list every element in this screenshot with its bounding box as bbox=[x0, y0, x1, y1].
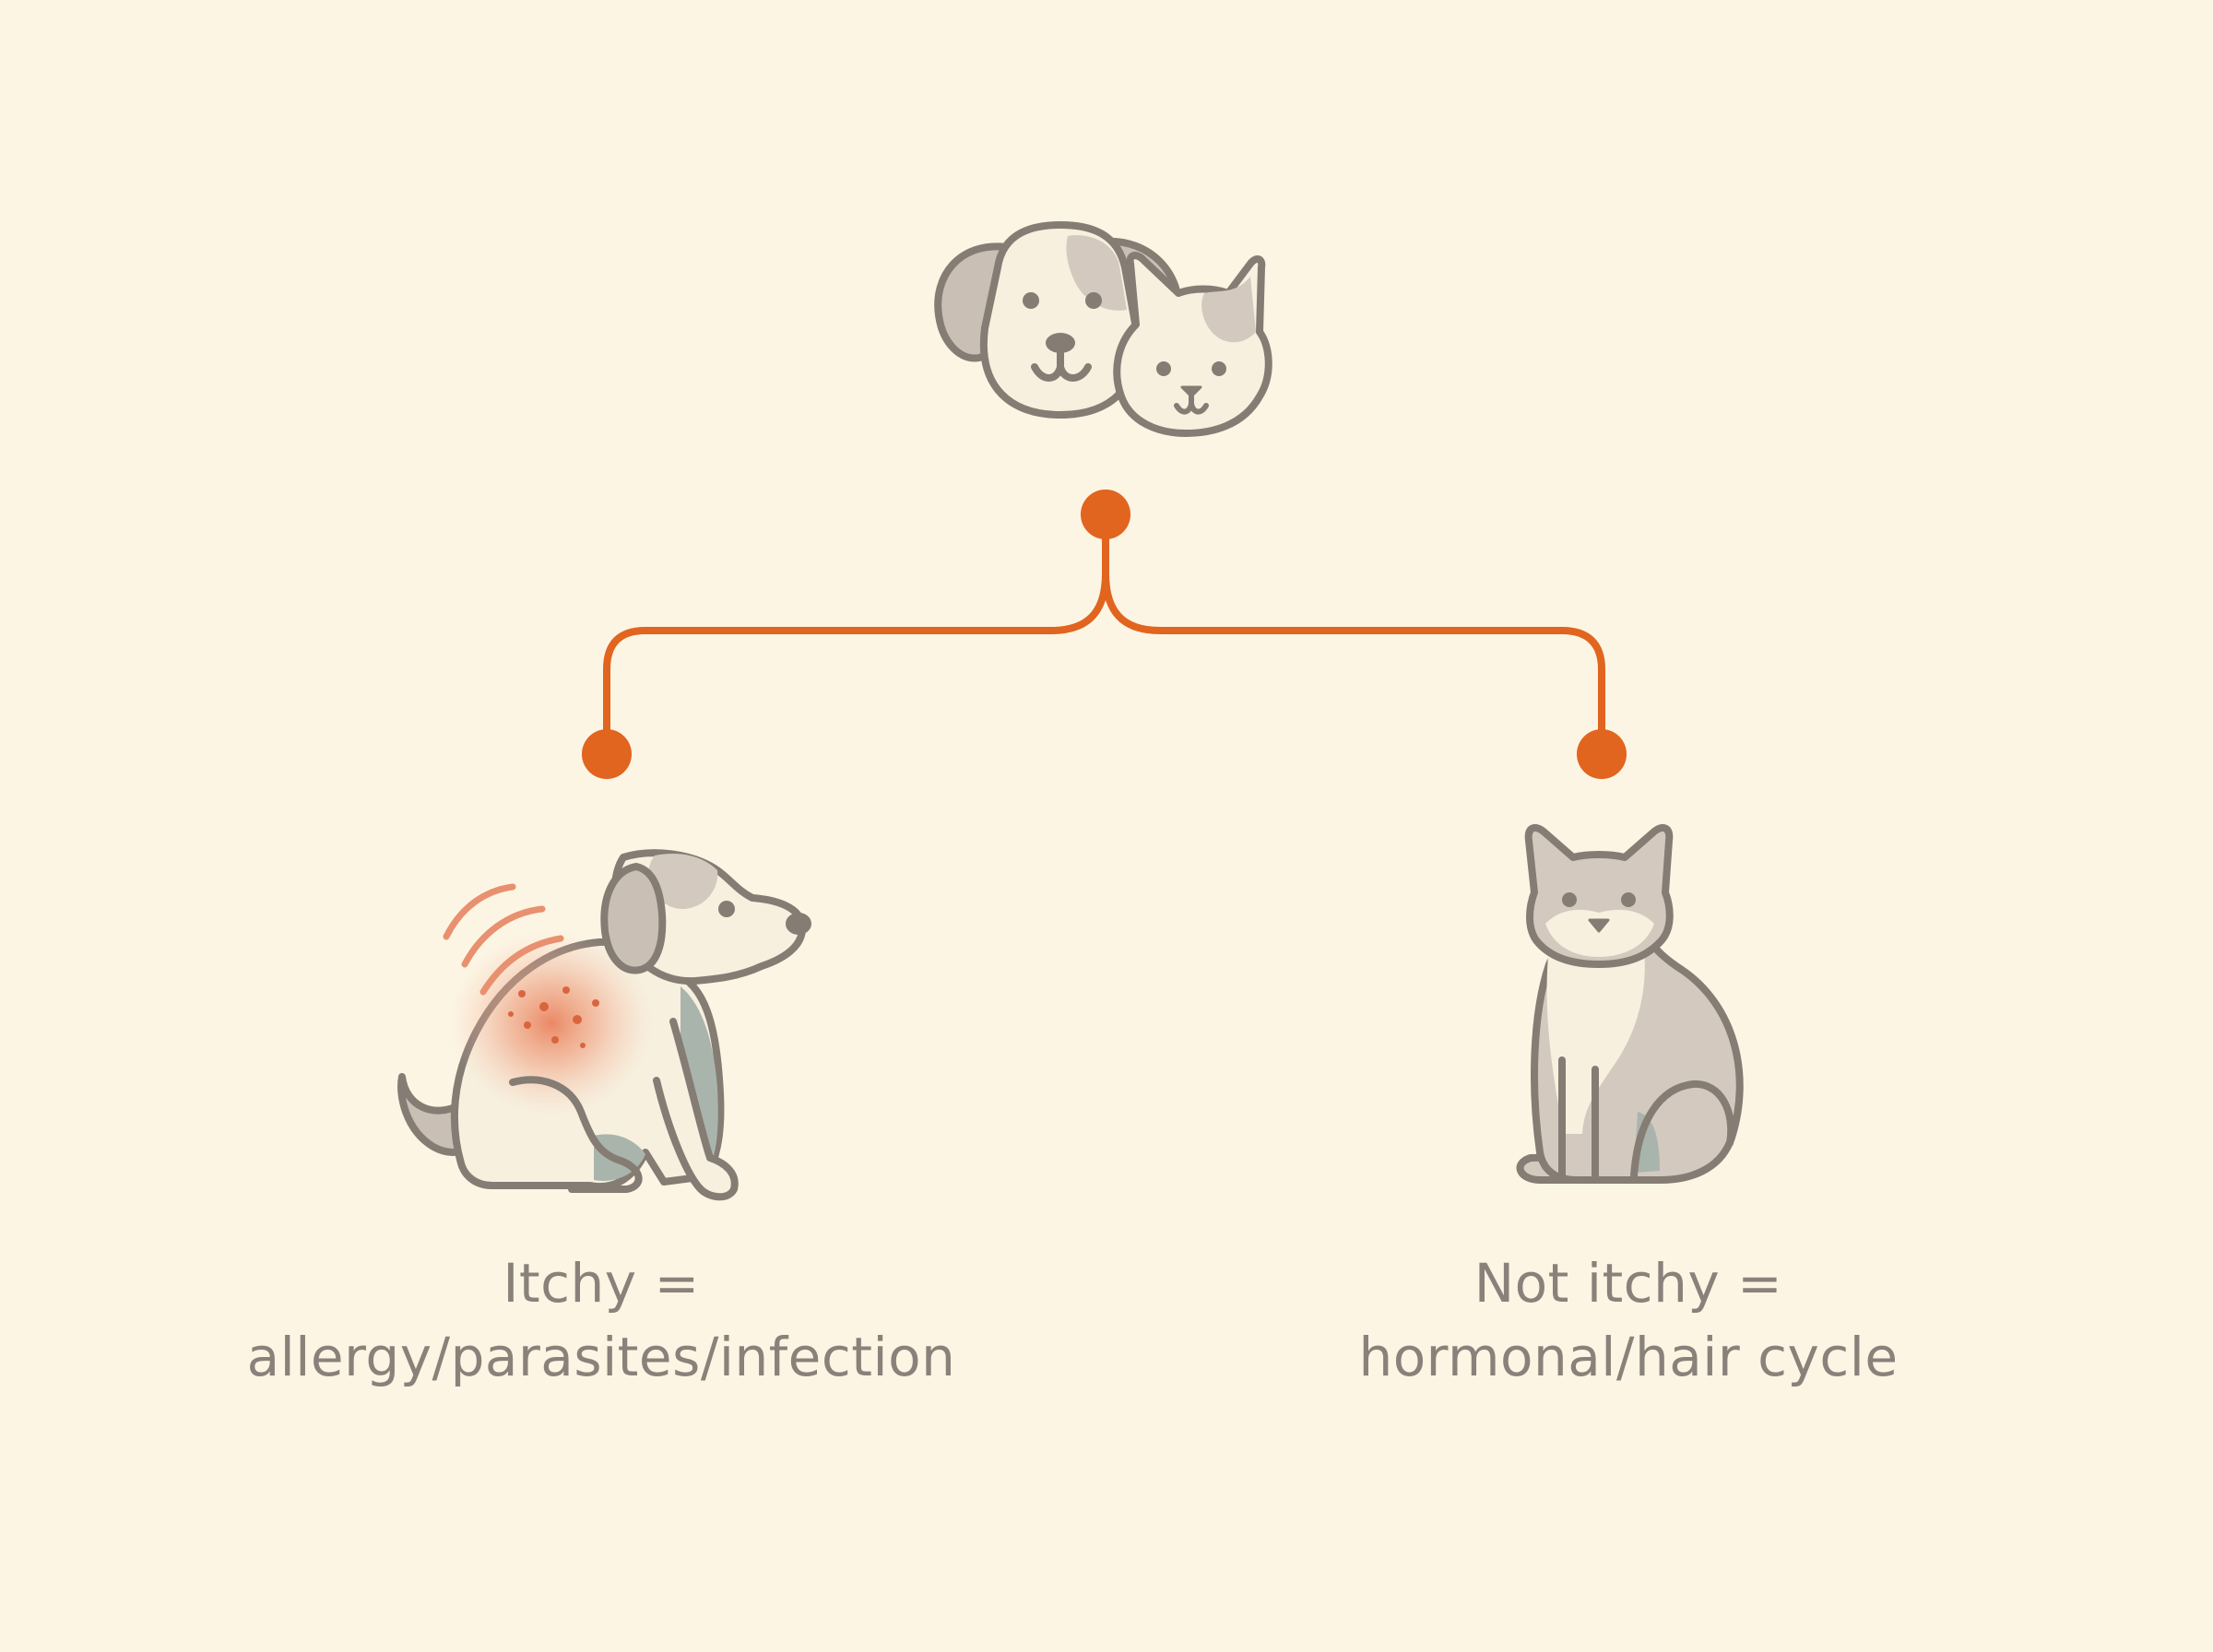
cat-face-white bbox=[1545, 909, 1654, 957]
dog-side-nose bbox=[786, 913, 811, 935]
connector-path bbox=[603, 511, 1109, 758]
cat-side-nose bbox=[1588, 918, 1610, 933]
cat-side-right-eye bbox=[1621, 892, 1636, 907]
cat-ear-patch bbox=[1201, 277, 1256, 343]
dog-and-cat-face-icon bbox=[934, 221, 1272, 437]
irritation-patch bbox=[450, 931, 653, 1115]
not-itchy-label-line1: Not itchy = bbox=[1473, 1252, 1783, 1315]
not-itchy-branch-label: Not itchy = hormonal/hair cycle bbox=[1167, 1246, 2089, 1394]
dog-nose bbox=[1046, 333, 1075, 353]
dog-front-leg bbox=[653, 1018, 739, 1201]
irritation-dots bbox=[508, 986, 599, 1048]
left-node-dot bbox=[582, 729, 632, 779]
dog-mouth bbox=[1031, 348, 1092, 382]
sitting-cat-icon bbox=[1516, 823, 1744, 1184]
cat-haunch bbox=[1630, 1080, 1735, 1180]
cat-nose bbox=[1180, 385, 1202, 398]
itchy-branch-label: Itchy = allergy/parasites/infection bbox=[140, 1246, 1062, 1394]
branch-connector bbox=[582, 490, 1627, 779]
dog-eye-patch bbox=[1066, 235, 1127, 311]
itchy-label-line2: allergy/parasites/infection bbox=[246, 1326, 956, 1388]
dog-side-ear bbox=[600, 863, 667, 974]
cat-side-left-eye bbox=[1562, 892, 1577, 907]
scratching-dog-icon bbox=[397, 849, 811, 1201]
cat-chest-bib bbox=[1546, 931, 1645, 1134]
dog-left-eye bbox=[1023, 292, 1039, 309]
cat-right-eye bbox=[1212, 361, 1226, 376]
dog-right-eye bbox=[1085, 292, 1102, 309]
dog-back-leg bbox=[509, 1076, 643, 1193]
dog-side-eye bbox=[718, 901, 735, 917]
cat-mouth bbox=[1174, 394, 1209, 415]
itchy-label-line1: Itchy = bbox=[503, 1252, 700, 1315]
cat-left-eye bbox=[1156, 361, 1171, 376]
not-itchy-label-line2: hormonal/hair cycle bbox=[1358, 1326, 1899, 1388]
scratch-motion-lines bbox=[443, 883, 564, 996]
dog-head-patch bbox=[648, 853, 718, 909]
connector-path-right bbox=[1102, 570, 1605, 758]
right-node-dot bbox=[1577, 729, 1627, 779]
root-node-dot bbox=[1081, 490, 1130, 539]
